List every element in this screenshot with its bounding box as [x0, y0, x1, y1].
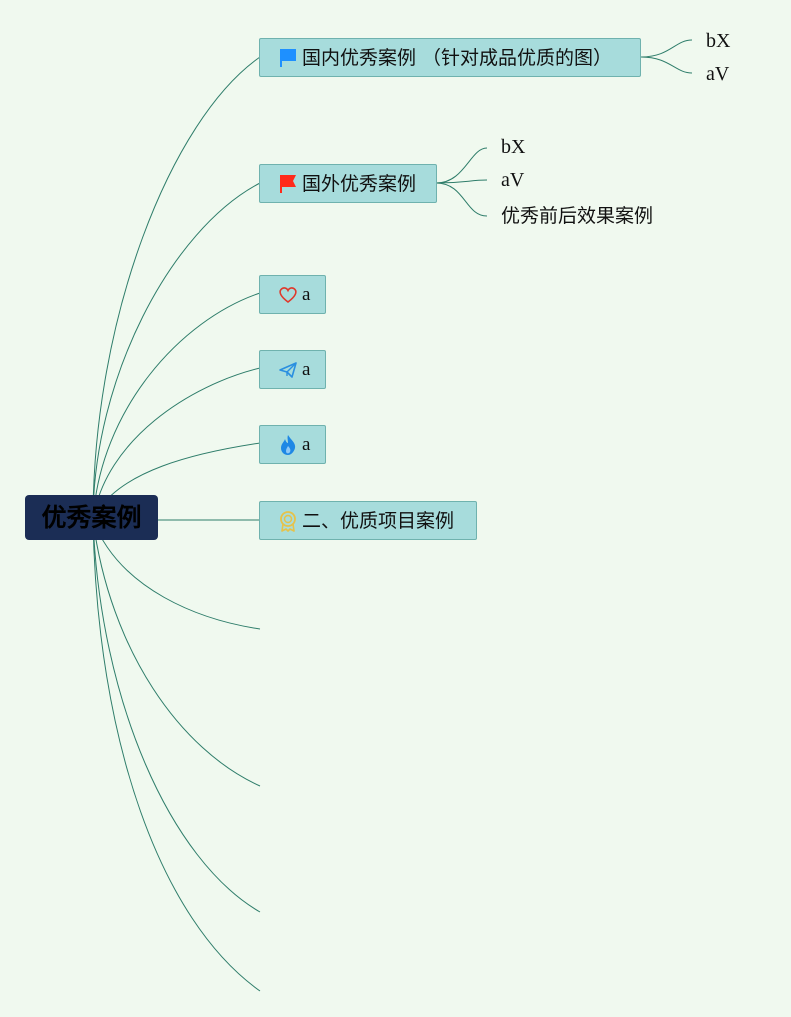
- topic-plane-a[interactable]: a: [259, 350, 326, 389]
- connector-root-topic-4: [92, 367, 261, 521]
- connector-root-topic-1: [92, 56, 261, 521]
- topic-quality-projects[interactable]: 二、优质项目案例: [259, 501, 477, 540]
- connector-topic-2-child-1: [435, 147, 488, 184]
- topic-label: 二、优质项目案例: [302, 509, 455, 532]
- connector-empty-branch-3: [92, 519, 261, 913]
- connector-root-topic-2: [92, 182, 261, 521]
- heart-icon: [277, 284, 299, 306]
- connector-empty-branch-1: [92, 519, 261, 630]
- connector-topic-2-child-2: [435, 179, 488, 184]
- root-label: 优秀案例: [41, 503, 142, 532]
- topic-label: a: [302, 433, 311, 455]
- award-ribbon-icon: [277, 510, 299, 532]
- connector-topic-2-child-3: [435, 182, 488, 217]
- leaf-topic-1-child-2[interactable]: aV: [706, 63, 730, 85]
- connector-empty-branch-4: [92, 519, 261, 992]
- connector-topic-1-child-2: [640, 56, 693, 74]
- blue-flag-icon: [277, 47, 299, 69]
- topic-label: 国外优秀案例: [302, 172, 417, 195]
- topic-heart-a[interactable]: a: [259, 275, 326, 314]
- topic-foreign-cases[interactable]: 国外优秀案例: [259, 164, 437, 203]
- leaf-topic-2-child-2[interactable]: aV: [501, 169, 525, 191]
- flame-icon: [277, 434, 299, 456]
- leaf-topic-2-child-3[interactable]: 优秀前后效果案例: [501, 205, 654, 227]
- topic-domestic-cases[interactable]: 国内优秀案例 （针对成品优质的图）: [259, 38, 641, 77]
- root-node[interactable]: 优秀案例: [25, 495, 158, 540]
- leaf-topic-1-child-1[interactable]: bX: [706, 30, 731, 52]
- paper-plane-icon: [277, 359, 299, 381]
- topic-flame-a[interactable]: a: [259, 425, 326, 464]
- connector-root-topic-3: [92, 292, 261, 521]
- topic-label: 国内优秀案例 （针对成品优质的图）: [302, 46, 613, 69]
- connector-topic-1-child-1: [640, 39, 693, 58]
- red-flag-icon: [277, 173, 299, 195]
- topic-label: a: [302, 358, 311, 380]
- topic-label: a: [302, 283, 311, 305]
- connector-empty-branch-2: [92, 519, 261, 787]
- leaf-topic-2-child-1[interactable]: bX: [501, 136, 526, 158]
